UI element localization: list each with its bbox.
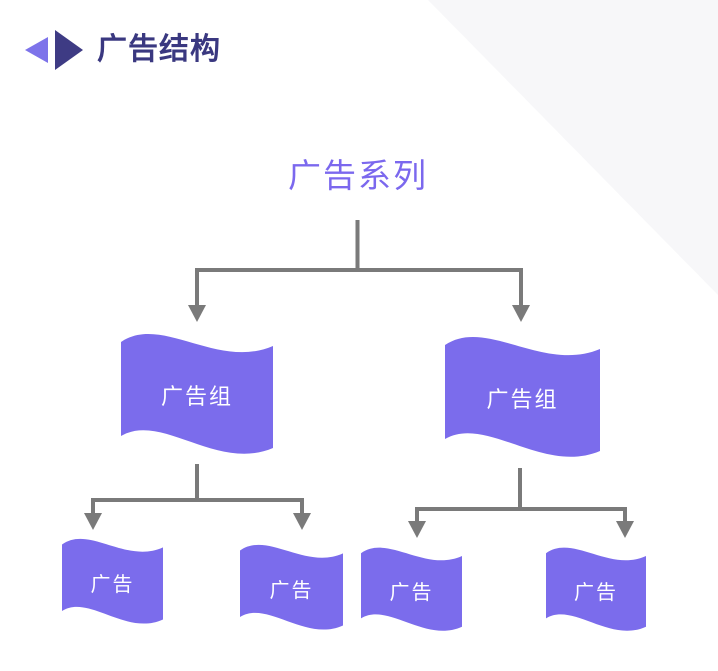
node-ad-2: 广告 bbox=[240, 535, 343, 641]
connector-left-bracket bbox=[91, 498, 304, 515]
node-ad-4: 广告 bbox=[546, 538, 646, 642]
wave-flag-shape bbox=[240, 544, 343, 630]
node-ad-3-label: 广告 bbox=[389, 579, 434, 604]
node-ad-1: 广告 bbox=[62, 529, 163, 635]
wave-flag-shape bbox=[62, 538, 163, 624]
double-triangle-bullet-icon bbox=[25, 27, 85, 73]
corner-triangle bbox=[428, 0, 718, 295]
node-adgroup-2: 广告组 bbox=[445, 323, 600, 473]
right-triangle-icon bbox=[55, 30, 83, 70]
wave-flag-shape bbox=[361, 547, 462, 631]
node-ad-1-label: 广告 bbox=[90, 571, 135, 596]
node-adgroup-1: 广告组 bbox=[121, 320, 273, 470]
wave-flag-shape bbox=[546, 547, 646, 631]
wave-flag-shape bbox=[121, 333, 273, 454]
arrowhead-ad-1 bbox=[84, 513, 102, 530]
node-adgroup-2-label: 广告组 bbox=[486, 388, 559, 413]
node-adgroup-1-label: 广告组 bbox=[160, 385, 233, 410]
arrowhead-ad-2 bbox=[293, 513, 311, 530]
wave-flag-shape bbox=[445, 336, 600, 457]
arrowhead-group-right bbox=[512, 305, 530, 322]
arrowhead-ad-3 bbox=[408, 521, 426, 538]
arrowhead-ad-4 bbox=[616, 521, 634, 538]
node-ad-2-label: 广告 bbox=[269, 577, 314, 602]
connector-right-bracket bbox=[415, 507, 627, 523]
node-campaign-label: 广告系列 bbox=[288, 156, 428, 195]
connector-root-bracket bbox=[195, 268, 523, 307]
node-ad-3: 广告 bbox=[361, 538, 462, 642]
page-title: 广告结构 bbox=[97, 32, 221, 67]
node-ad-4-label: 广告 bbox=[574, 579, 618, 604]
slide-header: 广告结构 bbox=[25, 27, 221, 73]
left-triangle-icon bbox=[25, 37, 48, 63]
